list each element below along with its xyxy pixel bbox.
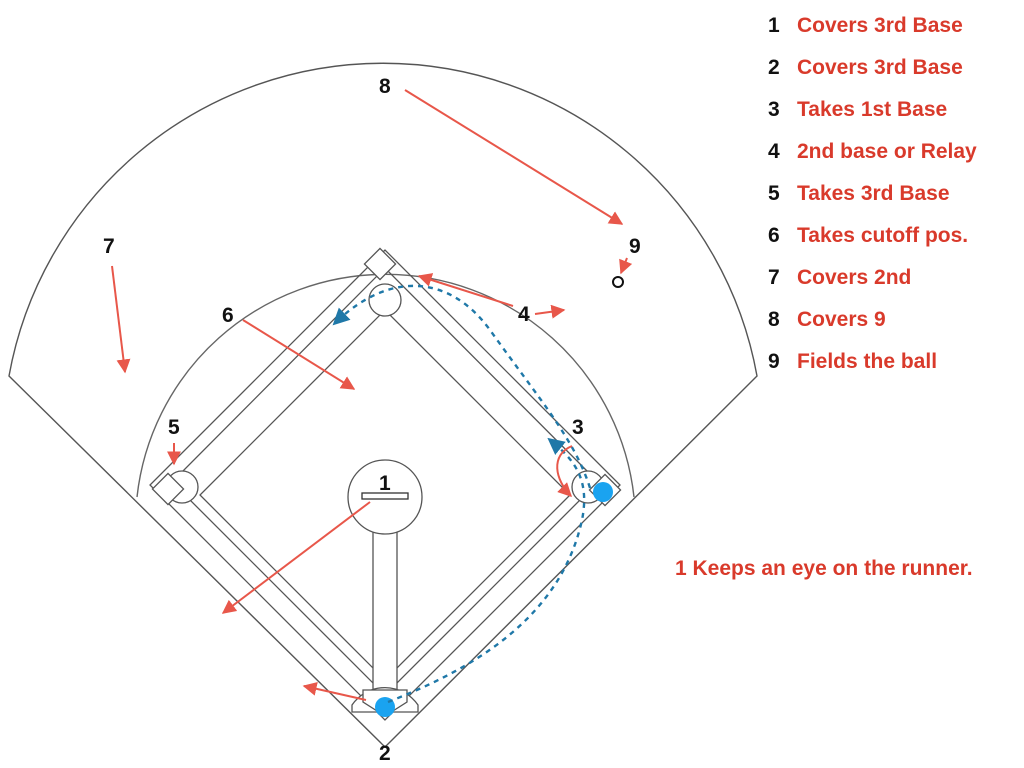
ball-marker [612,276,624,288]
legend-text: Covers 3rd Base [797,14,963,37]
legend-item: 9 Fields the ball [768,350,937,373]
position-label-3: 3 [572,416,584,439]
legend: 1 Covers 3rd Base 2 Covers 3rd Base 3 Ta… [768,14,977,373]
legend-number: 6 [768,224,780,247]
third-base [151,472,185,506]
runner-note: 1 Keeps an eye on the runner. [675,557,973,580]
runner-first-base [593,482,613,502]
position-label-1: 1 [379,472,391,495]
arrow-2 [302,681,367,701]
legend-item: 1 Covers 3rd Base [768,14,963,37]
second-base-cutout [368,283,402,317]
arrow-6 [242,319,356,390]
legend-number: 3 [768,98,780,121]
position-label-7: 7 [103,235,115,258]
arrow-7 [111,265,131,374]
legend-number: 1 [768,14,780,37]
legend-number: 8 [768,308,780,331]
legend-text: Fields the ball [797,350,937,373]
second-base [363,247,397,281]
runner-path-home-to-first [387,437,586,704]
arrow-8 [404,89,624,225]
arrow-4-relay [534,304,566,319]
arrow-3 [556,445,573,497]
legend-text: Covers 9 [797,308,886,331]
legend-item: 3 Takes 1st Base [768,98,947,121]
legend-number: 9 [768,350,780,373]
legend-text: Takes 1st Base [797,98,947,121]
outfield-boundary [8,62,758,748]
legend-text: 2nd base or Relay [797,140,977,163]
legend-text: Covers 3rd Base [797,56,963,79]
pitchers-rubber [361,492,409,500]
legend-number: 2 [768,56,780,79]
arrow-1 [221,501,371,614]
legend-item: 4 2nd base or Relay [768,140,977,163]
pitcher-lane [372,507,398,695]
position-label-2: 2 [379,742,391,765]
legend-number: 4 [768,140,780,163]
position-label-5: 5 [168,416,180,439]
legend-number: 5 [768,182,780,205]
position-label-9: 9 [629,235,641,258]
position-label-8: 8 [379,75,391,98]
legend-item: 2 Covers 3rd Base [768,56,963,79]
legend-text: Covers 2nd [797,266,911,289]
position-label-6: 6 [222,304,234,327]
legend-item: 7 Covers 2nd [768,266,911,289]
position-label-4: 4 [518,303,530,326]
arrow-9 [619,257,633,275]
arrow-4-to-second [417,273,514,307]
legend-text: Takes 3rd Base [797,182,950,205]
legend-item: 5 Takes 3rd Base [768,182,950,205]
legend-item: 8 Covers 9 [768,308,886,331]
legend-item: 6 Takes cutoff pos. [768,224,968,247]
legend-number: 7 [768,266,780,289]
legend-text: Takes cutoff pos. [797,224,968,247]
